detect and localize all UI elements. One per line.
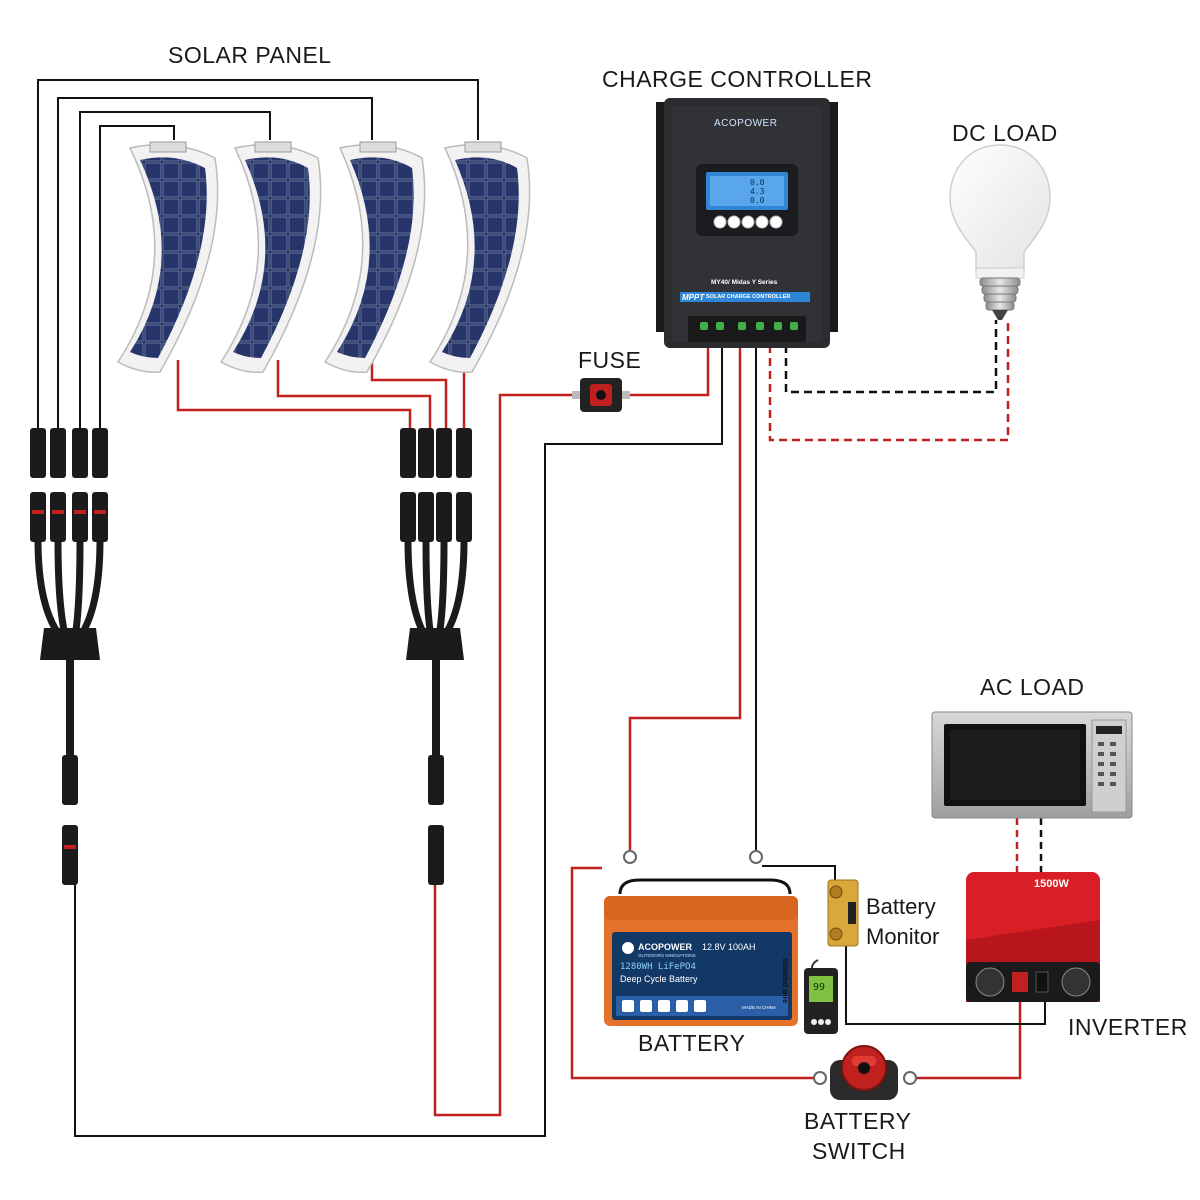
left-branch-connector	[30, 428, 108, 885]
dc-load-label: DC LOAD	[952, 120, 1058, 146]
battery-made-in: MADE IN CHINA	[742, 1005, 777, 1010]
battery-switch-label-line2: SWITCH	[812, 1138, 906, 1164]
fuse	[572, 378, 630, 412]
solar-panel-1	[116, 141, 219, 374]
dc-load-bulb	[949, 144, 1051, 320]
battery-label: BATTERY	[638, 1030, 746, 1056]
battery-capacity: 1280WH LiFePO4	[620, 962, 696, 972]
array-negative-wire	[74, 345, 723, 1137]
switch-to-inverter-wire	[903, 1000, 1022, 1080]
battery-type: Deep Cycle Battery	[620, 974, 698, 984]
solar-panel-label: SOLAR PANEL	[168, 42, 332, 68]
battery-brand: ACOPOWER	[638, 942, 692, 952]
dc-load-positive-wire	[768, 320, 1010, 442]
charge-controller-label: CHARGE CONTROLLER	[602, 66, 873, 92]
controller-display-line1: 0.0	[750, 178, 765, 187]
battery-negative-to-shunt-wire	[762, 865, 836, 880]
controller-model: MY40/ Midas Y Series	[711, 279, 778, 286]
battery-spec: 12.8V 100AH	[702, 942, 756, 952]
controller-battery-positive-wire	[628, 345, 742, 850]
inverter-rating: 1500W	[1034, 878, 1069, 890]
fuse-label: FUSE	[578, 347, 642, 373]
battery-monitor-label-line2: Monitor	[866, 924, 940, 949]
ac-load-microwave	[931, 711, 1133, 819]
controller-subtitle: SOLAR CHARGE CONTROLLER	[706, 294, 791, 300]
battery-switch	[830, 1045, 898, 1100]
battery-monitor	[804, 879, 859, 1034]
battery-monitor-label-line1: Battery	[866, 894, 936, 919]
controller-display-line3: 0.0	[750, 196, 765, 205]
battery-to-switch-wire	[570, 866, 825, 1080]
battery	[604, 878, 798, 1026]
array-positive-wire	[433, 393, 578, 1117]
shunt-to-inverter-wire	[845, 945, 1046, 1025]
right-branch-connector	[400, 428, 472, 885]
solar-panel-3	[323, 141, 426, 374]
solar-panel-2	[219, 141, 322, 374]
solar-panel-4	[428, 141, 531, 374]
controller-display-line2: 4.3	[750, 187, 765, 196]
battery-switch-label-line1: BATTERY	[804, 1108, 912, 1134]
charge-controller	[656, 98, 838, 348]
monitor-wire-note: Shielded wire	[781, 958, 788, 1004]
panel-positive-leads	[176, 360, 466, 430]
monitor-reading: 99	[813, 982, 826, 993]
panel-negative-leads	[37, 79, 479, 430]
controller-brand: ACOPOWER	[714, 118, 778, 129]
dc-load-negative-wire	[784, 320, 998, 394]
fuse-to-controller-wire	[624, 345, 710, 397]
controller-mppt: MPPT	[682, 293, 705, 302]
battery-brand-sub: OUTDOORS INNOVATIONS	[638, 953, 696, 958]
inverter-label: INVERTER	[1068, 1014, 1188, 1040]
ring-terminals	[623, 850, 917, 1085]
ac-load-label: AC LOAD	[980, 674, 1085, 700]
inverter	[966, 872, 1100, 1002]
